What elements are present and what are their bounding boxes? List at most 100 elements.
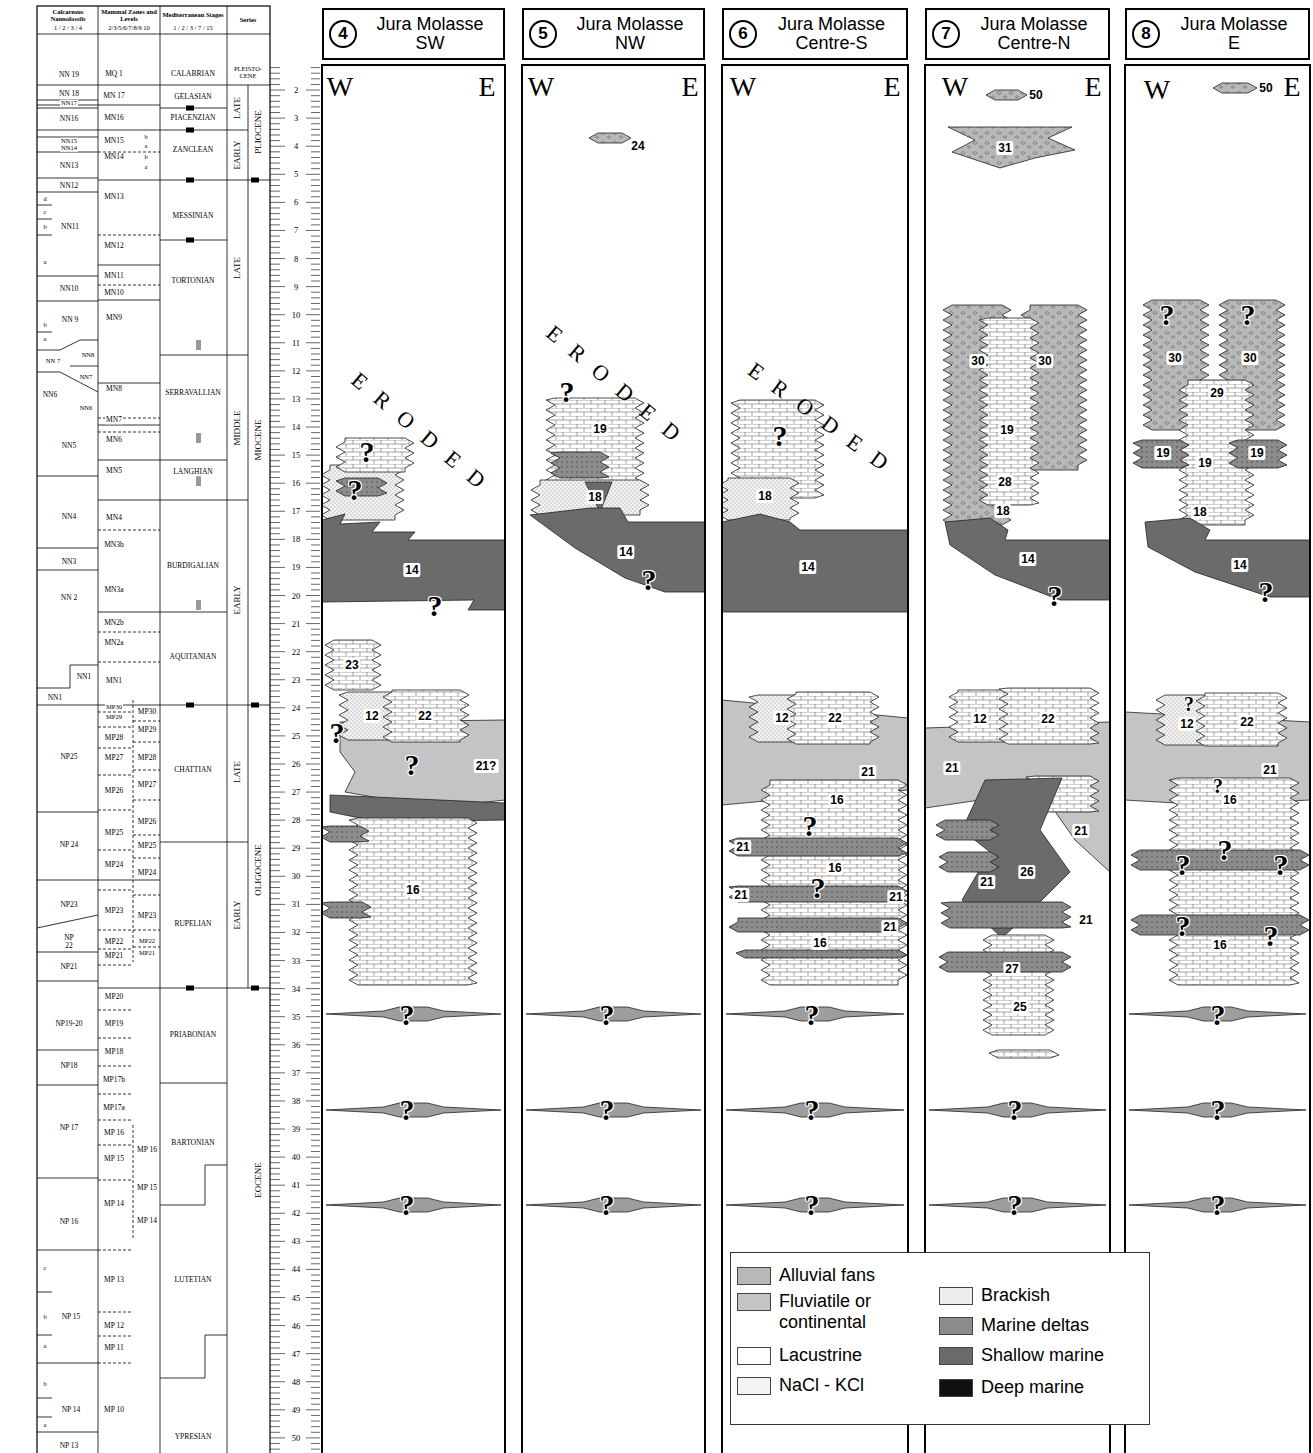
column-header: Mammal Zones and Levels <box>100 9 158 22</box>
grid-line <box>311 1089 320 1090</box>
grid-line <box>311 185 320 186</box>
grid-line <box>270 477 280 478</box>
grid-line <box>270 662 280 663</box>
grid-line <box>270 741 280 742</box>
grid-line <box>270 191 280 192</box>
zone-label: MN10 <box>103 289 125 297</box>
grid-line <box>311 977 320 978</box>
legend-text: NaCl - KCl <box>779 1375 929 1396</box>
unit-number: 19 <box>1196 456 1213 470</box>
grid-line <box>270 668 280 669</box>
grid-line <box>311 1404 320 1405</box>
grid-line <box>270 859 280 860</box>
grid-line <box>160 460 227 461</box>
grid-line <box>270 601 280 602</box>
zone-label: MESSINIAN <box>172 212 215 220</box>
age-number: 2 <box>293 86 299 95</box>
grid-line <box>37 1335 52 1336</box>
series-label: LATE <box>233 256 242 280</box>
grid-line <box>311 140 320 141</box>
unit-number: 14 <box>799 560 816 574</box>
shallow-marine-unit <box>585 482 612 512</box>
grid-line <box>160 1083 227 1084</box>
grid-line <box>311 954 320 955</box>
grid-line <box>311 1033 320 1034</box>
grid-line <box>270 1325 285 1326</box>
unit-number: 19 <box>1248 446 1265 460</box>
grid-line <box>270 1050 280 1051</box>
zone-label: b <box>143 154 148 161</box>
grid-line <box>98 890 133 891</box>
grid-line <box>311 999 320 1000</box>
grid-line <box>37 705 98 706</box>
grid-line <box>311 1230 320 1231</box>
panel-title: Jura Molasse NW <box>570 15 690 53</box>
grid-line <box>270 1134 280 1135</box>
age-number: 39 <box>291 1125 302 1134</box>
grid-line <box>311 477 320 478</box>
grid-line <box>270 1381 285 1382</box>
grid-line <box>270 382 280 383</box>
zone-label: MN9 <box>105 314 123 322</box>
grid-line <box>270 629 280 630</box>
grid-line <box>227 6 228 1453</box>
grid-line <box>270 893 280 894</box>
grid-line <box>311 1258 320 1259</box>
uncertain-mark: ? <box>1008 1095 1023 1125</box>
grid-line <box>37 34 270 35</box>
grid-line <box>270 219 280 220</box>
grid-line <box>98 1363 133 1364</box>
grid-line <box>311 1134 320 1135</box>
grid-line <box>270 1224 280 1225</box>
age-number: 3 <box>293 114 299 123</box>
lacustrine-unit <box>983 935 1054 1035</box>
unit-number: 21 <box>881 920 898 934</box>
grid-line <box>270 1078 280 1079</box>
zone-label: PLEISTO-CENE <box>228 66 268 79</box>
stage-boundary <box>160 1165 227 1205</box>
series-label: LATE <box>233 96 242 120</box>
grid-line <box>270 1106 280 1107</box>
grid-line <box>98 1038 133 1039</box>
zone-label: MP19 <box>104 1020 124 1028</box>
direction-label: E <box>478 73 495 101</box>
age-number: 18 <box>291 535 302 544</box>
grid-line <box>270 988 285 989</box>
grid-line <box>270 1117 280 1118</box>
uncertain-mark: ? <box>1176 850 1191 880</box>
grid-line <box>270 1145 280 1146</box>
grid-line <box>70 366 98 367</box>
grid-line <box>270 1112 280 1113</box>
zone-label: d <box>42 196 47 203</box>
grid-line <box>270 578 280 579</box>
grid-line <box>270 337 280 338</box>
grid-line <box>311 881 320 882</box>
grid-line <box>270 348 280 349</box>
grid-line <box>37 1292 52 1293</box>
zone-label: MN13 <box>103 193 125 201</box>
zone-label: a <box>43 336 48 343</box>
grid-line <box>306 1016 320 1017</box>
zone-label: 1 / 2 / 3 / 7 / 15 <box>172 25 214 32</box>
grid-line <box>270 365 280 366</box>
grid-line <box>311 410 320 411</box>
uncertain-mark: ? <box>1048 581 1063 611</box>
age-number: 10 <box>291 310 302 319</box>
grid-line <box>311 281 320 282</box>
grid-line <box>311 101 320 102</box>
grid-line <box>270 966 280 967</box>
grid-line <box>311 264 320 265</box>
age-number: 12 <box>291 367 302 376</box>
panel-header: 6Jura Molasse Centre-S <box>722 8 908 60</box>
grid-line <box>311 1011 320 1012</box>
grid-line <box>311 803 320 804</box>
grid-line <box>270 123 280 124</box>
grid-line <box>311 646 320 647</box>
grid-line <box>270 185 280 186</box>
grid-line <box>98 1066 133 1067</box>
zone-label: NN6 <box>79 405 94 412</box>
zone-label: PIACENZIAN <box>170 114 217 122</box>
grid-line <box>306 1157 320 1158</box>
grid-line <box>270 1095 280 1096</box>
grid-line <box>133 742 160 743</box>
